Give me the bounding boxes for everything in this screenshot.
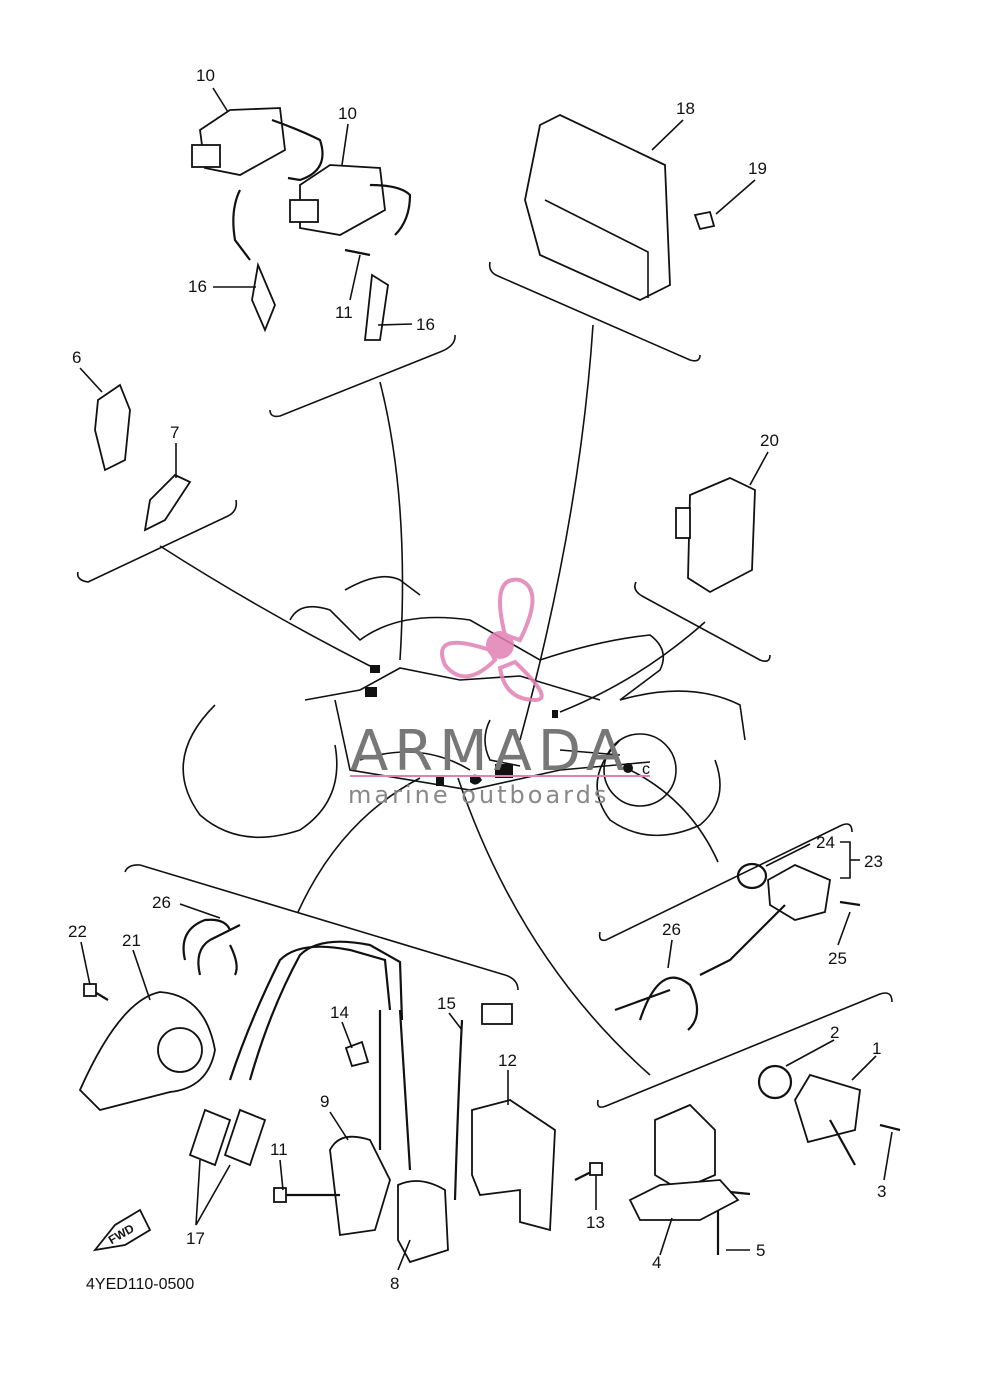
callout-11-top: 11 <box>335 303 353 322</box>
callout-11-bottom: 11 <box>270 1140 288 1159</box>
secondary-coil-group <box>188 940 513 1264</box>
callout-25: 25 <box>828 949 847 968</box>
callout-26-left: 26 <box>152 893 171 912</box>
group-brackets <box>76 261 893 1108</box>
callout-18: 18 <box>676 99 695 118</box>
callout-14: 14 <box>330 1003 349 1022</box>
callout-13: 13 <box>586 1213 605 1232</box>
marker-c-label: c <box>642 761 650 778</box>
callout-21: 21 <box>122 931 141 950</box>
motor-group <box>628 1064 901 1255</box>
leader-curves <box>159 324 719 1076</box>
motorcycle-outline: c <box>182 575 746 839</box>
callout-15: 15 <box>437 994 456 1013</box>
callout-16-front: 16 <box>188 277 207 296</box>
pickup-sensor-group <box>614 862 861 1031</box>
ignition-coil-rear <box>289 164 412 341</box>
callout-23: 23 <box>864 852 883 871</box>
sensor-group <box>94 383 192 532</box>
callout-16-rear: 16 <box>416 315 435 334</box>
callout-10-rear: 10 <box>338 104 357 123</box>
callout-6: 6 <box>72 348 81 367</box>
bracket-group <box>273 1099 603 1232</box>
callout-5: 5 <box>756 1241 765 1260</box>
watermark-tagline: marine outboards <box>348 781 609 809</box>
callout-leaders <box>79 87 893 1271</box>
callout-22: 22 <box>68 922 87 941</box>
callout-9: 9 <box>320 1092 329 1111</box>
callout-24: 24 <box>816 833 835 852</box>
watermark: ARMADA marine outboards <box>348 577 650 809</box>
ecu-group <box>524 113 716 301</box>
callout-labels: 10 10 16 11 16 18 19 6 7 20 26 22 21 14 … <box>68 66 886 1293</box>
callout-12: 12 <box>498 1051 517 1070</box>
fwd-arrow: FWD <box>92 1208 152 1252</box>
horn-group <box>78 918 241 1111</box>
callout-26-right: 26 <box>662 920 681 939</box>
callout-1: 1 <box>872 1039 881 1058</box>
ignition-coil-front <box>191 107 324 333</box>
relay-group <box>675 477 756 594</box>
callout-7: 7 <box>170 423 179 442</box>
callout-2: 2 <box>830 1023 839 1042</box>
diagram-code: 4YED110-0500 <box>86 1276 194 1293</box>
callout-20: 20 <box>760 431 779 450</box>
callout-17: 17 <box>186 1229 205 1248</box>
callout-10-front: 10 <box>196 66 215 85</box>
watermark-brand: ARMADA <box>350 719 630 784</box>
callout-19: 19 <box>748 159 767 178</box>
propeller-logo-icon <box>440 577 544 703</box>
ignition-coil-group <box>191 107 412 341</box>
callout-4: 4 <box>652 1253 661 1272</box>
callout-8: 8 <box>390 1274 399 1293</box>
callout-3: 3 <box>877 1182 886 1201</box>
